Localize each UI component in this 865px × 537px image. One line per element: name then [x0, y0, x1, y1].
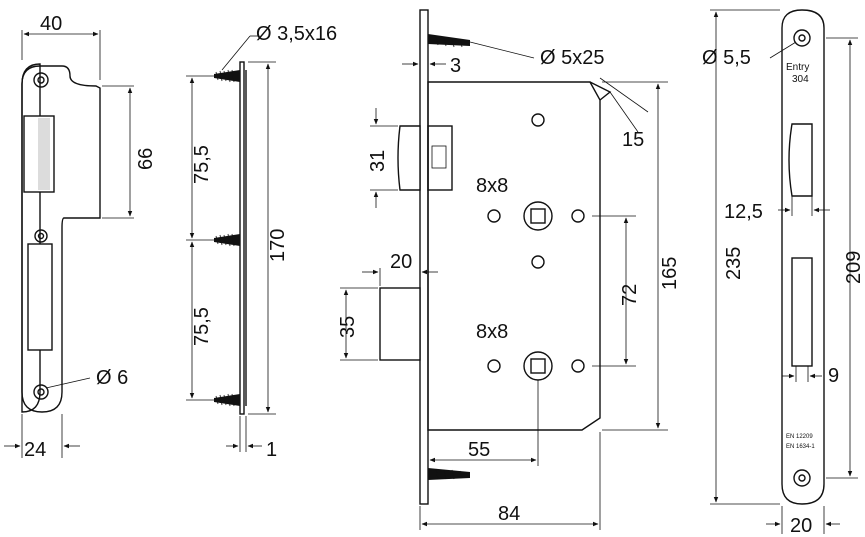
brand-line1: Entry [786, 62, 809, 73]
faceplate-bolt-opening [791, 257, 813, 367]
spindle-bottom [523, 351, 553, 381]
side-profile: Ø 3,5x16 75,5 75,5 170 1 [186, 23, 337, 461]
lock-body: 3 Ø 5x25 15 31 8x8 8x8 20 35 72 [337, 9, 681, 530]
body-depth-label: 84 [498, 503, 520, 525]
profile-screw-middle [214, 233, 240, 247]
strike-mid-hole [34, 229, 48, 243]
strike-plate-body [21, 65, 101, 413]
faceplate-thickness-label: 3 [450, 55, 461, 77]
strike-bolt-opening [27, 243, 53, 351]
faceplate-bottom-hole [793, 469, 811, 487]
faceplate-width-label: 20 [790, 515, 812, 537]
faceplate-latch-width-label: 12,5 [724, 201, 763, 223]
faceplate-screw-top [428, 34, 470, 48]
body-height-label: 165 [659, 257, 681, 290]
faceplate-screw-bottom [428, 468, 470, 480]
latch-height-label: 31 [367, 150, 389, 172]
strike-height-label: 66 [135, 148, 157, 170]
faceplate-front: Entry 304 EN 12209 EN 1634-1 Ø 5,5 12,5 … [702, 9, 865, 537]
bolt-height-label: 35 [337, 316, 359, 338]
latch-bolt [397, 125, 421, 191]
strike-hole-label: Ø 6 [96, 367, 128, 389]
faceplate-outline [781, 9, 825, 505]
lock-faceplate [419, 9, 429, 505]
faceplate-latch-opening [788, 123, 813, 197]
standard-2: EN 1634-1 [786, 444, 815, 450]
profile-screw-bottom [214, 393, 240, 407]
strike-bottom-width-label: 24 [24, 439, 46, 461]
strike-width-label: 40 [40, 13, 62, 35]
strike-latch-opening [23, 115, 55, 193]
standard-1: EN 12209 [786, 434, 813, 440]
spindle-bottom-label: 8x8 [476, 321, 508, 343]
strike-plate: 40 66 Ø 6 24 [4, 13, 157, 461]
bolt-projection-label: 20 [390, 251, 412, 273]
faceplate-bolt-width-label: 9 [828, 365, 839, 387]
strike-bottom-hole [33, 384, 49, 400]
profile-plate [239, 61, 245, 415]
lock-case [427, 81, 601, 431]
faceplate-hole-label: Ø 5,5 [702, 47, 751, 69]
profile-screw-label: Ø 3,5x16 [256, 23, 337, 45]
faceplate-top-hole [793, 29, 811, 47]
profile-length-label: 170 [267, 229, 289, 262]
profile-spacing-top-label: 75,5 [191, 145, 213, 184]
backset-label: 55 [468, 439, 490, 461]
faceplate-screw-label: Ø 5x25 [540, 47, 604, 69]
profile-thickness-label: 1 [266, 439, 277, 461]
spindle-top-label: 8x8 [476, 175, 508, 197]
center-distance-label: 72 [619, 284, 641, 306]
angle-label: 15 [622, 129, 644, 151]
strike-top-hole [33, 72, 49, 88]
faceplate-hole-spacing-label: 209 [843, 251, 865, 284]
case-hole-mid [531, 255, 545, 269]
spindle-top [523, 201, 553, 231]
faceplate-length-label: 235 [723, 247, 745, 280]
case-hole-top [531, 113, 545, 127]
brand-line2: 304 [792, 74, 809, 85]
dead-bolt [379, 287, 421, 361]
profile-screw-top [214, 69, 240, 83]
profile-spacing-bottom-label: 75,5 [191, 307, 213, 346]
